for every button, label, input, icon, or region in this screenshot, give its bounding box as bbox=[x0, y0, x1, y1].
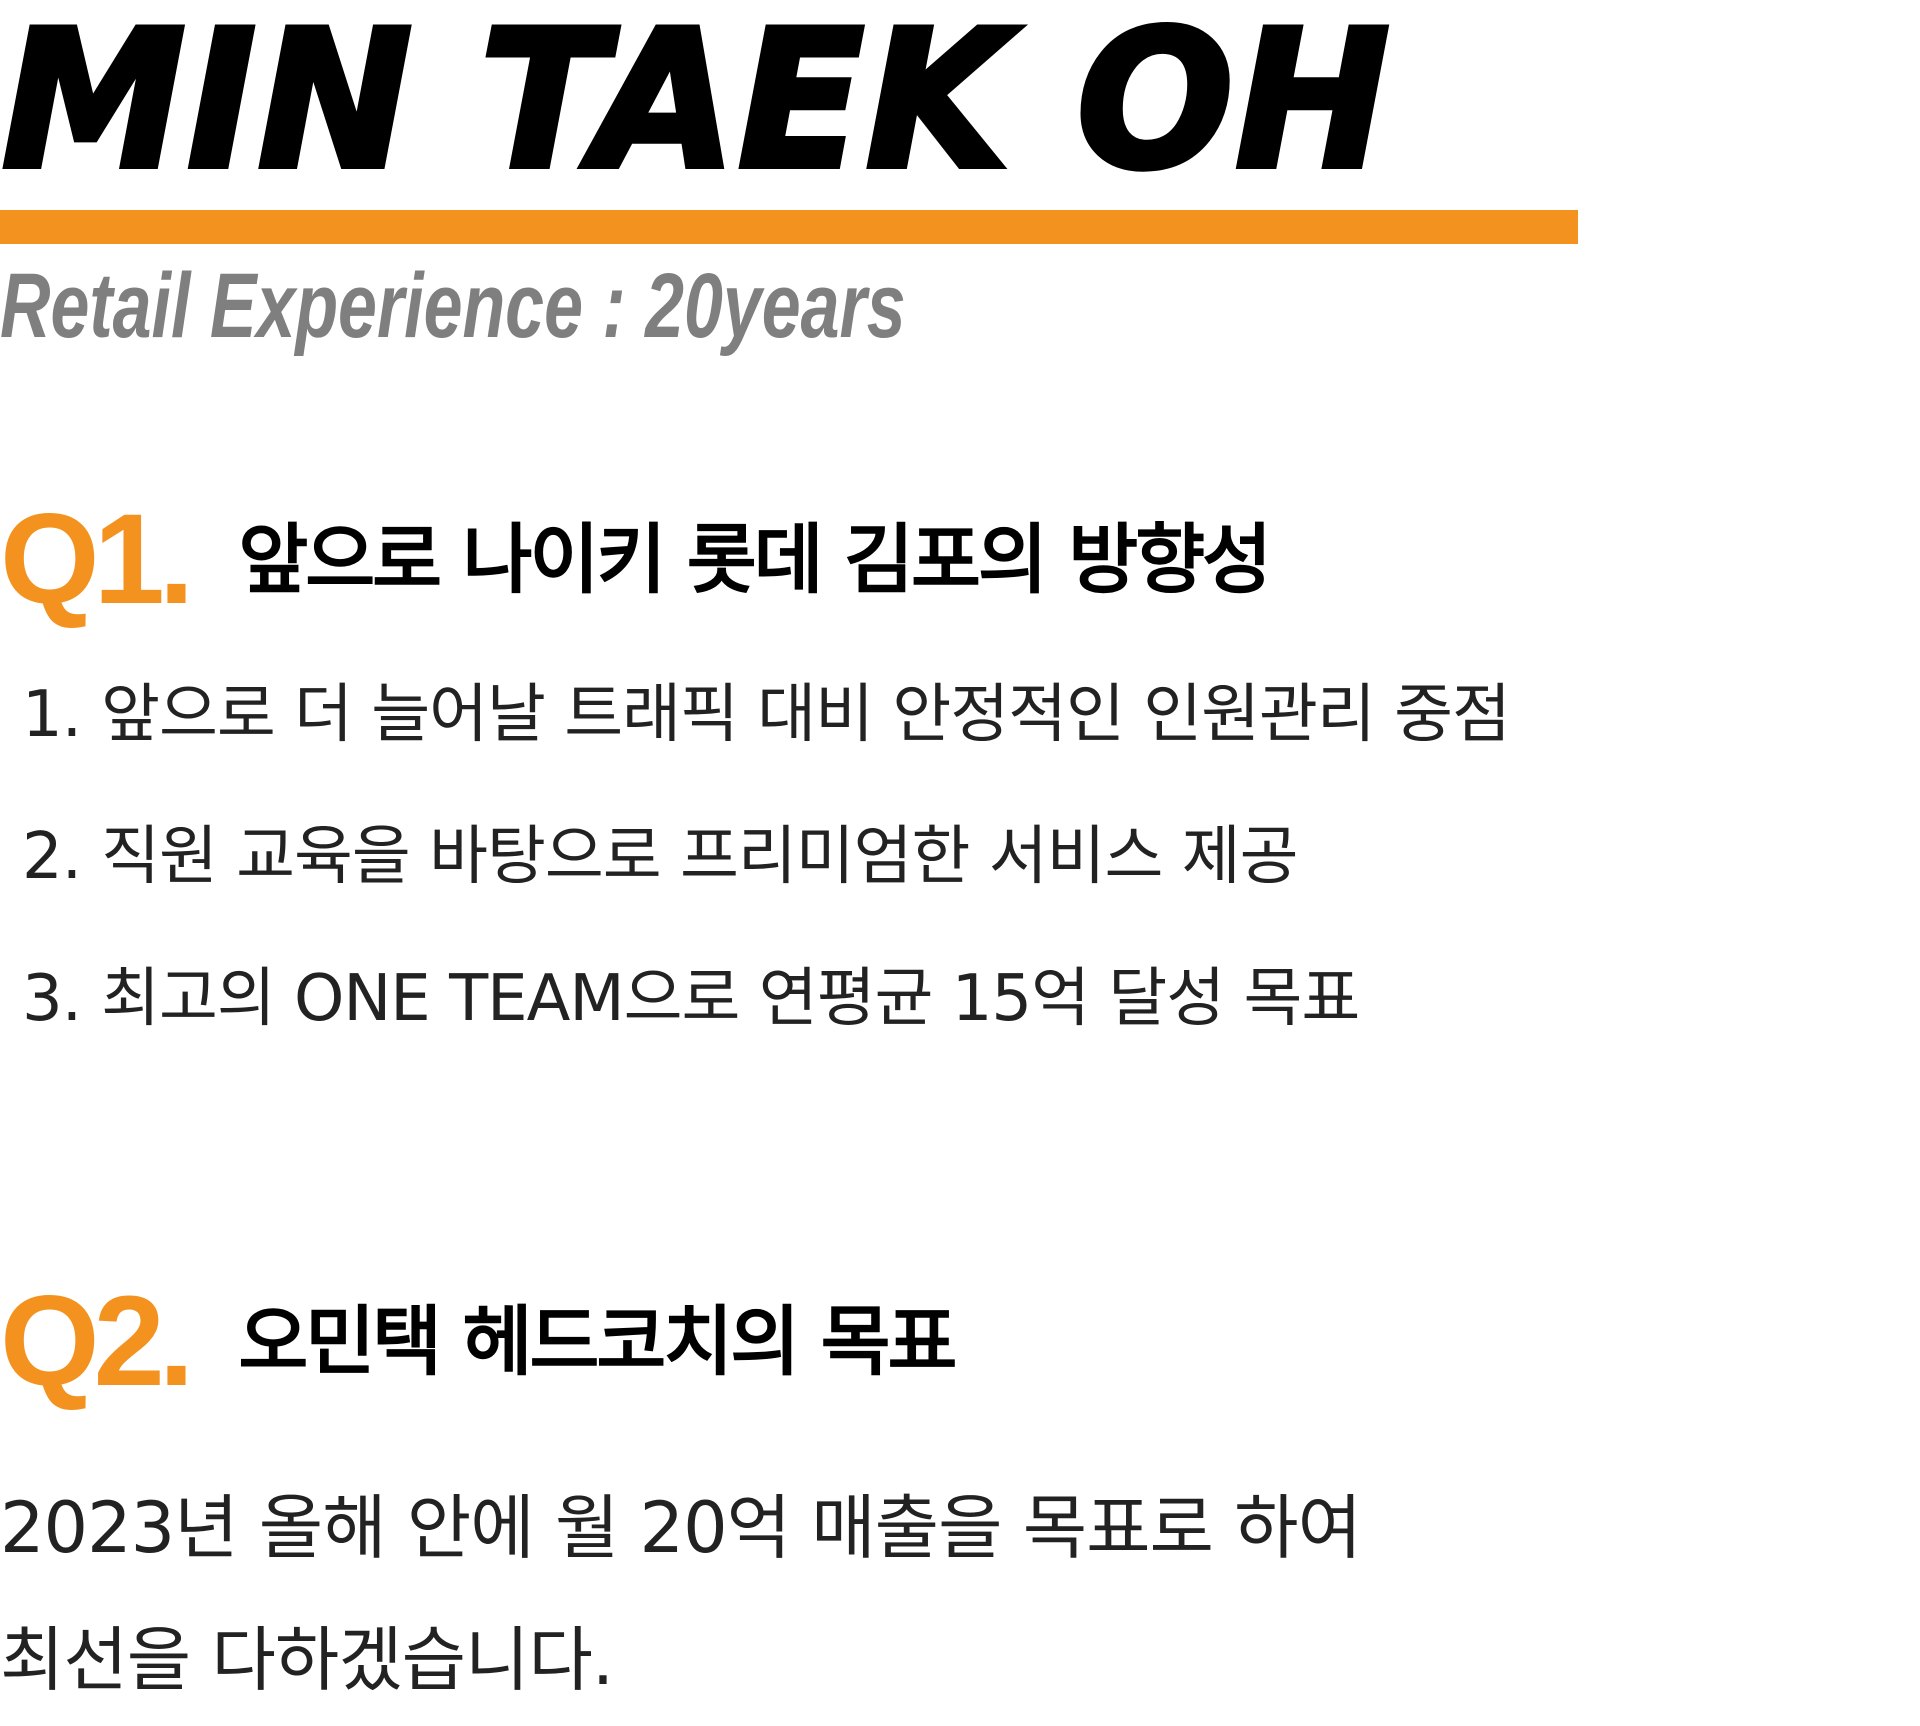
question-2-answer: 2023년 올해 안에 월 20억 매출을 목표로 하여 최선을 다하겠습니다. bbox=[0, 1462, 1362, 1726]
list-item: 1. 앞으로 더 늘어날 트래픽 대비 안정적인 인원관리 중점 bbox=[22, 678, 1511, 752]
question-2-heading: Q2. 오민택 헤드코치의 목표 bbox=[0, 1270, 957, 1413]
answer-line: 2023년 올해 안에 월 20억 매출을 목표로 하여 bbox=[0, 1487, 1362, 1569]
answer-line: 최선을 다하겠습니다. bbox=[0, 1619, 614, 1701]
question-2-number: Q2. bbox=[0, 1270, 194, 1413]
list-item: 2. 직원 교육을 바탕으로 프리미엄한 서비스 제공 bbox=[22, 822, 1510, 892]
name-title: MIN TAEK OH bbox=[0, 0, 1393, 211]
list-item-number: 3. bbox=[22, 962, 82, 1036]
list-item: 3. 최고의 ONE TEAM으로 연평균 15억 달성 목표 bbox=[22, 964, 1510, 1034]
title-underline-bar bbox=[0, 210, 1578, 244]
list-item-text: 최고의 ONE TEAM으로 연평균 15억 달성 목표 bbox=[101, 962, 1360, 1036]
question-2-title: 오민택 헤드코치의 목표 bbox=[238, 1297, 957, 1386]
list-item-number: 1. bbox=[22, 678, 82, 752]
list-item-text: 직원 교육을 바탕으로 프리미엄한 서비스 제공 bbox=[101, 820, 1298, 894]
experience-subtitle: Retail Experience : 20years bbox=[0, 255, 906, 357]
list-item-text: 앞으로 더 늘어날 트래픽 대비 안정적인 인원관리 중점 bbox=[101, 678, 1511, 752]
question-1-answer-list: 1. 앞으로 더 늘어날 트래픽 대비 안정적인 인원관리 중점 2. 직원 교육을… bbox=[22, 678, 1511, 1106]
list-item-number: 2. bbox=[22, 820, 82, 894]
profile-page: MIN TAEK OH Retail Experience : 20years … bbox=[0, 0, 1578, 1701]
question-1-number: Q1. bbox=[0, 488, 194, 631]
question-1-title: 앞으로 나이키 롯데 김포의 방향성 bbox=[238, 515, 1272, 604]
question-1-heading: Q1. 앞으로 나이키 롯데 김포의 방향성 bbox=[0, 488, 1272, 631]
